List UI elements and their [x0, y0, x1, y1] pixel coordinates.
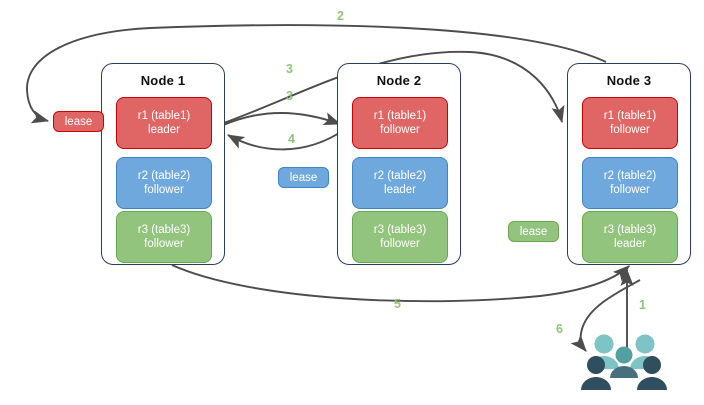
- node-box-node1[interactable]: Node 1 r1 (table1) leader r2 (table2) fo…: [101, 63, 225, 265]
- node-box-node2[interactable]: Node 2 r1 (table1) follower r2 (table2) …: [337, 63, 461, 265]
- edge-step-3-lower: [220, 112, 342, 127]
- lease-badge-r2[interactable]: lease: [278, 167, 329, 188]
- edge-step-6: [570, 279, 641, 352]
- replica-node2-r1-line2: follower: [380, 124, 420, 136]
- edge-step-5: [171, 264, 630, 303]
- node-title-node3: Node 3: [606, 73, 652, 88]
- replica-node2-r1-line1: r1 (table1): [373, 110, 427, 122]
- node-title-node2: Node 2: [376, 73, 422, 88]
- replica-node1-r1-line1: r1 (table1): [137, 110, 191, 122]
- replica-node3-r1-line1: r1 (table1): [603, 110, 657, 122]
- edge-step-2: [26, 24, 607, 124]
- replica-node2-r2[interactable]: r2 (table2) leader: [352, 157, 448, 209]
- replica-node1-r2[interactable]: r2 (table2) follower: [116, 157, 212, 209]
- replica-node2-r1[interactable]: r1 (table1) follower: [352, 97, 448, 149]
- replica-node2-r3-line1: r3 (table3): [373, 224, 427, 236]
- step-label-5: 5: [394, 297, 401, 311]
- edge-step-3-upper: [220, 50, 565, 125]
- replica-node2-r2-line2: leader: [384, 184, 416, 196]
- lease-badge-r3[interactable]: lease: [508, 221, 559, 242]
- step-label-6: 6: [556, 322, 563, 336]
- replica-node3-r1[interactable]: r1 (table1) follower: [582, 97, 678, 149]
- node-box-node3[interactable]: Node 3 r1 (table1) follower r2 (table2) …: [567, 63, 691, 265]
- replica-node2-r3-line2: follower: [380, 238, 420, 250]
- replica-node1-r2-line2: follower: [144, 184, 184, 196]
- replica-node1-r1[interactable]: r1 (table1) leader: [116, 97, 212, 149]
- step-label-1: 1: [639, 298, 646, 312]
- replica-node3-r3-line2: leader: [614, 238, 646, 250]
- replica-node2-r2-line1: r2 (table2): [373, 170, 427, 182]
- replica-node3-r3[interactable]: r3 (table3) leader: [582, 211, 678, 263]
- edge-step-4: [227, 129, 345, 151]
- replica-node3-r2-line1: r2 (table2): [603, 170, 657, 182]
- replica-node3-r1-line2: follower: [610, 124, 650, 136]
- replica-node1-r3-line1: r3 (table3): [137, 224, 191, 236]
- step-label-2: 2: [337, 9, 344, 23]
- replica-node2-r3[interactable]: r3 (table3) follower: [352, 211, 448, 263]
- replica-node1-r3-line2: follower: [144, 238, 184, 250]
- replica-node1-r3[interactable]: r3 (table3) follower: [116, 211, 212, 263]
- replica-node3-r2[interactable]: r2 (table2) follower: [582, 157, 678, 209]
- users-icon-glyph: [581, 334, 667, 390]
- replica-node1-r2-line1: r2 (table2): [137, 170, 191, 182]
- step-label-4: 4: [288, 132, 295, 146]
- lease-badge-r1[interactable]: lease: [53, 111, 104, 132]
- replica-node1-r1-line2: leader: [148, 124, 180, 136]
- step-label-3b: 3: [286, 89, 293, 103]
- replica-node3-r2-line2: follower: [610, 184, 650, 196]
- node-title-node1: Node 1: [140, 73, 186, 88]
- step-label-3a: 3: [286, 62, 293, 76]
- replica-node3-r3-line1: r3 (table3): [603, 224, 657, 236]
